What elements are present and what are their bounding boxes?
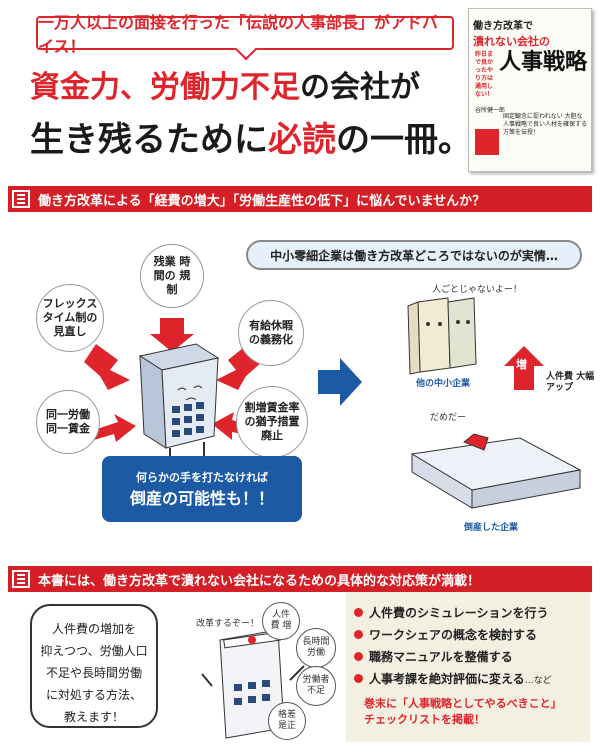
issue-overtime-text: 残業 時間の 規制 — [153, 255, 191, 296]
issue-overtime: 残業 時間の 規制 — [140, 244, 204, 308]
reform-speech: 改革するぞー！ — [196, 619, 260, 629]
list-item: 人事考課を絶対評価に変える…など — [354, 670, 552, 687]
tag-worker-shortage-text: 労働者 不足 — [302, 675, 330, 696]
list-item: 人件費のシミュレーションを行う — [354, 604, 549, 621]
headline-black-1: の会社が — [300, 70, 420, 105]
tag-labor-cost-text: 人件費 増 — [270, 610, 292, 631]
book-title-main: 人事戦略 — [499, 50, 588, 75]
section1-label: 働き方改革による「経費の増大」「労働生産性の低下」に悩んでいませんか？ — [38, 193, 486, 209]
reality-callout-text: 中小零細企業は働き方改革どころではないのが実情… — [270, 248, 558, 263]
top-banner: 一万人以上の面接を行った「伝説の人事部長」がアドバイス！ — [36, 13, 454, 56]
book-title-red: 潰れない会社の — [473, 35, 550, 48]
headline-line2: 生き残るために必読の一冊。 — [30, 112, 472, 161]
book-title-top: 働き方改革で — [473, 21, 533, 32]
note-line: 不足や長時間労働 — [45, 666, 142, 680]
book-icon — [12, 570, 30, 588]
headline-black-3: の一冊。 — [336, 120, 472, 160]
bullet-icon — [354, 652, 363, 661]
headline-red-1: 資金力、労働力不足 — [30, 70, 300, 105]
warning-line1: 何らかの手を打たなければ — [136, 471, 268, 484]
book-red-box — [475, 129, 499, 155]
banner-text: 一万人以上の面接を行った「伝説の人事部長」がアドバイス！ — [38, 13, 439, 56]
issue-premium-wage: 割増賃金率 の猶予措置 廃止 — [236, 386, 308, 458]
tag-worker-shortage: 労働者 不足 — [296, 666, 336, 706]
list-item-text: ワークシェアの概念を検討する — [369, 628, 538, 642]
issue-premium-wage-text: 割増賃金率 の猶予措置 廃止 — [244, 401, 300, 442]
building-character — [138, 343, 220, 460]
solutions-list: 人件費のシミュレーションを行う ワークシェアの概念を検討する 職務マニュアルを整… — [346, 592, 590, 742]
headline-black-2: 生き残るために — [30, 120, 268, 160]
caption-other-smes: 他の中小企業 — [416, 379, 471, 389]
tag-gap-correction-text: 格差 是正 — [277, 710, 296, 731]
section2-bar: 本書には、働き方改革で潰れない会社になるための具体的な対応策が満載！ — [8, 566, 592, 592]
tag-long-hours: 長時間 労働 — [296, 628, 336, 668]
note-line: に対処する方法、 — [45, 688, 142, 702]
issue-flextime: フレックス タイム制の 見直し — [36, 284, 104, 352]
tag-labor-cost: 人件費 増 — [262, 602, 300, 640]
tag-long-hours-text: 長時間 労働 — [302, 637, 330, 658]
book-side-text: 昨日まで良かったやり方は通用しない！ — [475, 51, 494, 98]
issue-equal-pay: 同一労働 同一賃金 — [36, 390, 100, 454]
arrow-right-icon — [94, 414, 136, 442]
issue-paid-leave-text: 有給休暇 の義務化 — [249, 319, 293, 346]
endnote: 巻末に「人事戦略としてやるべきこと」 チェックリストを掲載！ — [364, 696, 562, 728]
fallen-building — [410, 433, 582, 509]
note-line: 人件費の増加を — [51, 622, 136, 636]
arrow-right-blue-icon — [318, 358, 362, 406]
speech-bubble-1: 人ごとじゃないよー！ — [432, 285, 522, 295]
list-suffix: …など — [524, 676, 552, 686]
list-item-text: 人事考課を絶対評価に変える — [369, 672, 525, 686]
book-cover: 働き方改革で 潰れない会社の 昨日まで良かったやり方は通用しない！ 人事戦略 谷… — [468, 8, 592, 172]
book-description: 固定観念に捉われない 大胆な人事戦略で良い人材を確保する方策を伝授！ — [503, 113, 588, 136]
small-buildings — [407, 297, 477, 375]
handwritten-note: 人件費の増加を 抑えつつ、労働人口 不足や長時間労働 に対処する方法、 教えます… — [30, 604, 158, 728]
arrow-diag-icon — [84, 344, 130, 390]
issue-equal-pay-text: 同一労働 同一賃金 — [46, 408, 90, 435]
book-author: 谷所健一郎 — [475, 107, 506, 114]
endnote-line2: チェックリストを掲載！ — [364, 713, 485, 726]
issue-paid-leave: 有給休暇 の義務化 — [238, 300, 304, 366]
arrow-down-icon — [150, 318, 194, 352]
list-item: 職務マニュアルを整備する — [354, 648, 513, 665]
bullet-icon — [354, 674, 363, 683]
warning-burst: 何らかの手を打たなければ 倒産の可能性も！！ — [102, 456, 302, 522]
list-item: ワークシェアの概念を検討する — [354, 626, 537, 643]
headline-line1: 資金力、労働力不足の会社が — [30, 62, 420, 106]
headline-red-2: 必読 — [268, 120, 336, 160]
bullet-icon — [354, 608, 363, 617]
note-line: 抑えつつ、労働人口 — [40, 644, 148, 658]
arrow-up-icon — [504, 346, 544, 390]
labor-cost-tag: 人件費 大幅アップ — [546, 372, 595, 393]
section1-illustration — [84, 297, 582, 509]
warning-line2: 倒産の可能性も！！ — [129, 489, 274, 508]
speech-bubble-2: だめだー — [430, 413, 467, 423]
endnote-line1: 巻末に「人事戦略としてやるべきこと」 — [364, 697, 562, 710]
reality-callout: 中小零細企業は働き方改革どころではないのが実情… — [246, 240, 582, 270]
tag-gap-correction: 格差 是正 — [268, 702, 306, 740]
list-item-text: 職務マニュアルを整備する — [369, 650, 513, 664]
issue-flextime-text: フレックス タイム制の 見直し — [42, 297, 98, 338]
up-tag: 増 — [516, 358, 527, 371]
section2-label: 本書には、働き方改革で潰れない会社になるための具体的な対応策が満載！ — [38, 573, 481, 589]
list-item-text: 人件費のシミュレーションを行う — [369, 606, 549, 620]
caption-bankrupt: 倒産した企業 — [464, 523, 519, 533]
section1-bar: 働き方改革による「経費の増大」「労働生産性の低下」に悩んでいませんか？ — [8, 186, 592, 212]
book-icon — [12, 190, 30, 208]
note-line: 教えます！ — [63, 710, 124, 724]
bullet-icon — [354, 630, 363, 639]
